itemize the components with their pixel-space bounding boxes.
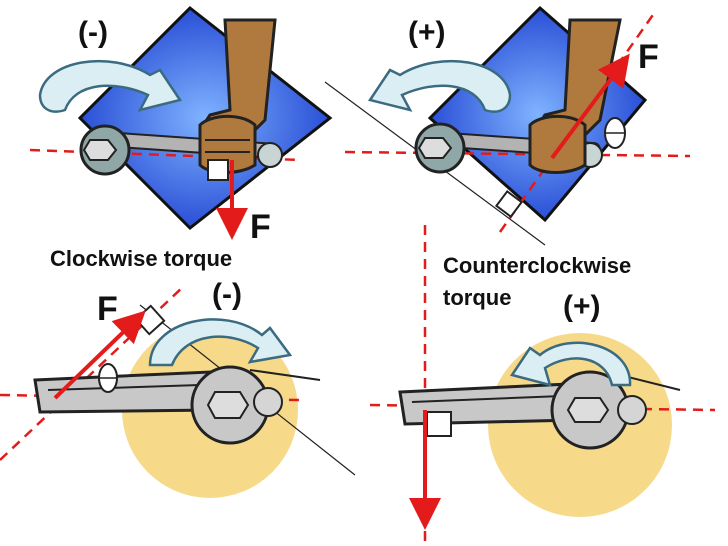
panel-top-left: [29, 5, 333, 240]
caption-counterclockwise-line1: Counterclockwise: [443, 253, 632, 278]
sign-label-top-left: (-): [78, 16, 108, 49]
wrench-icon: [33, 365, 321, 445]
right-angle-marker-icon: [426, 411, 452, 437]
rotation-arrow-icon: [148, 318, 293, 367]
force-arrow-icon: [53, 310, 146, 400]
rotation-arrow-icon: [367, 59, 512, 113]
rotation-arrow-icon: [38, 59, 183, 113]
blue-diamond-background: [77, 5, 333, 231]
caption-clockwise: Clockwise torque: [50, 246, 233, 271]
sign-label-bottom-left: (-): [212, 278, 242, 311]
force-label-top-right: F: [638, 38, 659, 76]
dashed-axis-diagonal: [498, 11, 657, 233]
rotation-arrow-icon: [509, 341, 632, 387]
dashed-axis-line: [344, 150, 691, 158]
right-angle-marker-icon: [207, 159, 229, 181]
caption-counterclockwise-line2: torque: [443, 285, 512, 310]
force-label-top-left: F: [250, 208, 271, 246]
force-arrow-icon: [550, 53, 630, 160]
sign-label-bottom-right: (+): [563, 290, 601, 323]
right-angle-marker-icon: [134, 304, 166, 336]
right-angle-marker-icon: [494, 189, 524, 219]
panel-top-right: [324, 5, 691, 246]
force-label-bottom-left: F: [97, 290, 118, 328]
sign-label-top-right: (+): [408, 16, 446, 49]
panel-bottom-right: [369, 225, 716, 546]
panel-bottom-left: [0, 284, 356, 498]
